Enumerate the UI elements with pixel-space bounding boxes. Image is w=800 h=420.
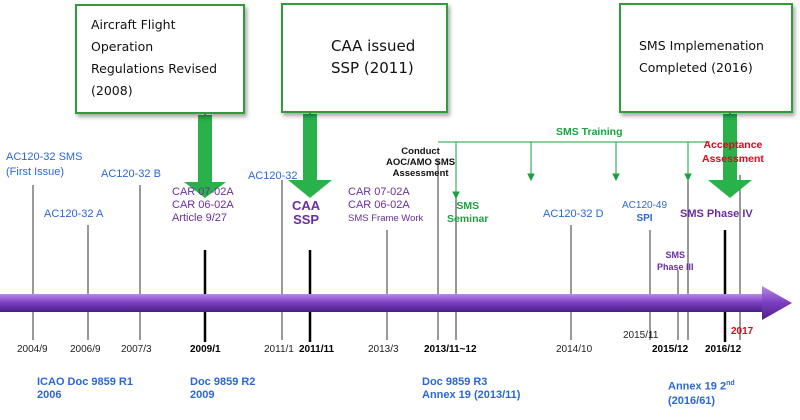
green-arrow-sms <box>708 114 752 198</box>
callout-line: Completed (2016) <box>639 60 753 75</box>
callout-line: Aircraft Flight <box>91 17 176 32</box>
label-line: SMS <box>456 200 480 212</box>
year-2013-11-12: 2013/11~12 <box>424 344 477 355</box>
year-2004-9: 2004/9 <box>17 344 48 355</box>
label-sms-seminar: SMS Seminar <box>447 200 488 226</box>
label-line: 2006 <box>37 389 62 401</box>
label-sms-phase-3: SMS Phase III <box>657 249 694 273</box>
label-line: 2009 <box>190 389 215 401</box>
label-line: SMS Frame Work <box>348 213 424 224</box>
label-sup: nd <box>726 380 735 387</box>
label-ac120-32-d: AC120-32 D <box>543 208 604 220</box>
label-line: Annex 19 2nd <box>668 377 735 394</box>
label-line: CAR 07-02A <box>348 186 410 198</box>
year-2011-11: 2011/11 <box>299 344 335 355</box>
label-line: Seminar <box>447 213 489 225</box>
label-sms-phase-4: SMS Phase IV <box>680 208 753 220</box>
callout-line: SSP (2011) <box>331 59 414 77</box>
label-conduct-assessment: Conduct AOC/AMO SMS Assessment <box>386 146 455 179</box>
sms-training-bracket <box>438 141 710 200</box>
label-icao-doc-r1: ICAO Doc 9859 R1 2006 <box>37 376 133 402</box>
label-line: SSP <box>293 212 320 227</box>
callout-line: CAA issued <box>331 37 416 55</box>
label-line: (2016/61) <box>668 394 716 407</box>
label-line: Assessment <box>702 153 764 165</box>
label-ac120-32-c: AC120-32 <box>248 170 298 182</box>
label-ac120-32-first: AC120-32 SMS (First Issue) <box>6 150 82 180</box>
label-line: AC120-49 <box>622 200 668 211</box>
callout-connectors <box>204 113 731 125</box>
year-2013-3: 2013/3 <box>368 344 399 355</box>
label-acceptance-assessment: Acceptance Assessment <box>702 138 764 166</box>
label-line: AC120-32 SMS <box>6 151 83 163</box>
callout-line: Regulations Revised <box>91 61 218 76</box>
year-2007-3: 2007/3 <box>121 344 152 355</box>
callout-line: Operation <box>91 39 154 54</box>
training-arrow-3 <box>612 173 620 182</box>
timeline-axis-arrow <box>0 286 792 320</box>
year-2016-12: 2016/12 <box>705 344 742 355</box>
year-2009-1: 2009/1 <box>190 344 221 355</box>
label-annex19-2nd: Annex 19 2nd (2016/61) <box>668 377 735 408</box>
label-line: ICAO Doc 9859 R1 <box>37 376 133 388</box>
label-line: CAA <box>292 198 321 213</box>
label-sms-training: SMS Training <box>556 126 623 138</box>
label-line: CAR 06-02A <box>348 199 410 211</box>
callout-sms-implementation: SMS Implemenation Completed (2016) <box>619 3 793 113</box>
label-caa-ssp: CAA SSP <box>292 199 320 227</box>
label-line: CAR 07-02A <box>172 186 234 198</box>
year-2015-12: 2015/12 <box>652 344 689 355</box>
label-line: Doc 9859 R2 <box>190 376 256 388</box>
label-ac120-49-spi: AC120-49 SPI <box>622 199 667 225</box>
label-line: Phase III <box>657 262 694 272</box>
training-arrow-2 <box>527 173 535 182</box>
label-line: (First Issue) <box>6 166 65 178</box>
label-doc-r2: Doc 9859 R2 2009 <box>190 376 255 402</box>
timeline-axis-bar <box>0 294 768 312</box>
year-2017: 2017 <box>731 326 754 337</box>
green-arrow-aircraft <box>184 115 226 198</box>
label-line: Article 9/27 <box>172 212 228 224</box>
label-text: Annex 19 2 <box>668 380 727 393</box>
label-line: AOC/AMO SMS <box>386 157 456 168</box>
label-line: Doc 9859 R3 <box>422 376 488 388</box>
callout-line: SMS Implemenation <box>639 38 764 53</box>
label-ac120-32-a: AC120-32 A <box>44 208 104 220</box>
label-line: Conduct <box>401 146 440 157</box>
callout-caa-ssp: CAA issued SSP (2011) <box>281 3 448 113</box>
callout-aircraft-regulations: Aircraft Flight Operation Regulations Re… <box>75 4 245 114</box>
label-line: Assessment <box>392 168 449 179</box>
label-line: SMS <box>665 250 686 260</box>
year-2014-10: 2014/10 <box>556 344 593 355</box>
training-arrow-4 <box>684 173 692 182</box>
callout-line: (2008) <box>91 83 133 98</box>
label-car-group-2009: CAR 07-02A CAR 06-02A Article 9/27 <box>172 186 234 225</box>
label-line: CAR 06-02A <box>172 199 234 211</box>
year-2011-1: 2011/1 <box>264 344 294 355</box>
timeline-bold-ticks <box>203 230 727 342</box>
label-line: SPI <box>636 213 653 224</box>
year-2015-11: 2015/11 <box>623 330 659 341</box>
label-ac120-32-b: AC120-32 B <box>101 168 161 180</box>
timeline-axis-head <box>762 286 792 320</box>
label-car-group-2013: CAR 07-02A CAR 06-02A SMS Frame Work <box>348 186 423 225</box>
label-line: Acceptance <box>703 139 763 151</box>
label-doc-r3-annex19: Doc 9859 R3 Annex 19 (2013/11) <box>422 376 520 402</box>
label-line: Annex 19 (2013/11) <box>422 389 521 401</box>
training-arrow-1 <box>452 191 460 200</box>
green-arrow-caa <box>288 114 332 198</box>
year-2006-9: 2006/9 <box>70 344 101 355</box>
big-green-arrows <box>184 114 752 198</box>
